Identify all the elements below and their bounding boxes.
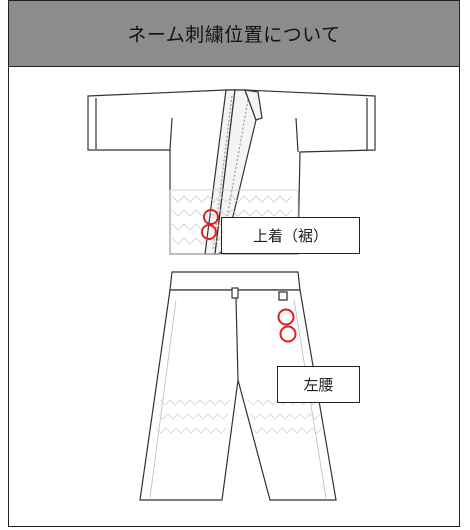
red-circle-marker (201, 224, 217, 240)
page-frame: ネーム刺繍位置について (8, 0, 460, 527)
pants-label-text: 左腰 (303, 376, 334, 394)
page-header: ネーム刺繍位置について (9, 1, 459, 67)
square-marker (278, 291, 288, 301)
page-title: ネーム刺繍位置について (127, 24, 341, 46)
jacket-position-label: 上着（裾） (221, 217, 360, 254)
judo-jacket-illustration (87, 89, 376, 255)
jacket-label-text: 上着（裾） (252, 227, 328, 245)
judo-pants-illustration (139, 271, 337, 501)
pants-position-label: 左腰 (277, 366, 360, 403)
red-circle-marker (203, 209, 219, 225)
red-circle-marker (277, 308, 295, 326)
red-circle-marker (279, 325, 297, 343)
